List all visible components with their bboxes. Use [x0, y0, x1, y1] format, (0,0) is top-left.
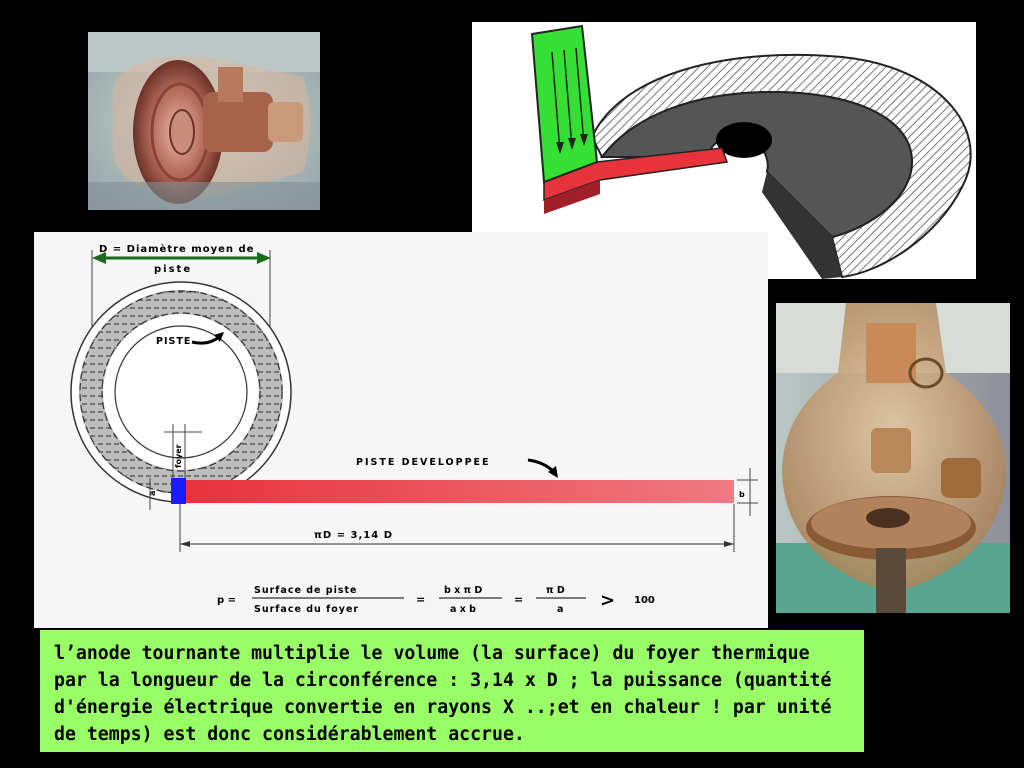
formula-den2: a x b — [450, 604, 476, 615]
xray-tube-closeup-photo — [776, 303, 1010, 613]
developed-track-bar — [186, 480, 734, 503]
a-label: a — [148, 491, 157, 496]
formula-eq1: = — [416, 593, 425, 606]
xray-tube-photo — [88, 32, 320, 210]
b-label: b — [739, 490, 745, 499]
formula-den1: Surface du foyer — [254, 604, 359, 615]
developpee-pointer-arrowhead — [548, 466, 558, 478]
piste-label: PISTE — [156, 336, 191, 347]
d-label-line1: D = Diamètre moyen de — [99, 243, 254, 255]
pi-d-arrow-left — [180, 541, 190, 547]
foyer-label: foyer — [174, 444, 183, 468]
formula-p: p = — [217, 595, 236, 606]
formula-eq2: = — [514, 593, 523, 606]
pi-d-label: πD = 3,14 D — [314, 530, 393, 541]
piste-developpee-label: PISTE DEVELOPPEE — [356, 457, 491, 468]
track-diagram-svg: D = Diamètre moyen de piste PISTE foyer … — [70, 243, 758, 615]
caption-text: l’anode tournante multiplie le volume (l… — [40, 630, 864, 752]
formula-num3: π D — [546, 585, 565, 596]
piste-pointer-arrowhead — [214, 332, 224, 342]
xray-tube-closeup-image — [776, 303, 1010, 613]
formula-num1: Surface de piste — [254, 585, 357, 596]
track-developed-diagram: D = Diamètre moyen de piste PISTE foyer … — [34, 232, 768, 628]
formula-gt: > — [600, 590, 615, 611]
focal-spot — [171, 478, 186, 504]
diameter-arrow — [91, 250, 271, 352]
xray-tube-photo-image — [88, 32, 320, 210]
pi-d-arrow-right — [724, 541, 734, 547]
d-label-line2: piste — [154, 264, 192, 275]
formula-den3: a — [557, 604, 563, 615]
track-ring — [70, 281, 292, 503]
formula-value: 100 — [634, 595, 655, 606]
developpee-pointer-arrow — [527, 458, 556, 474]
formula-num2: b x π D — [444, 585, 482, 596]
anode-cutaway-image — [530, 24, 972, 279]
ratio-formula: p = Surface de piste Surface du foyer = … — [217, 585, 655, 615]
